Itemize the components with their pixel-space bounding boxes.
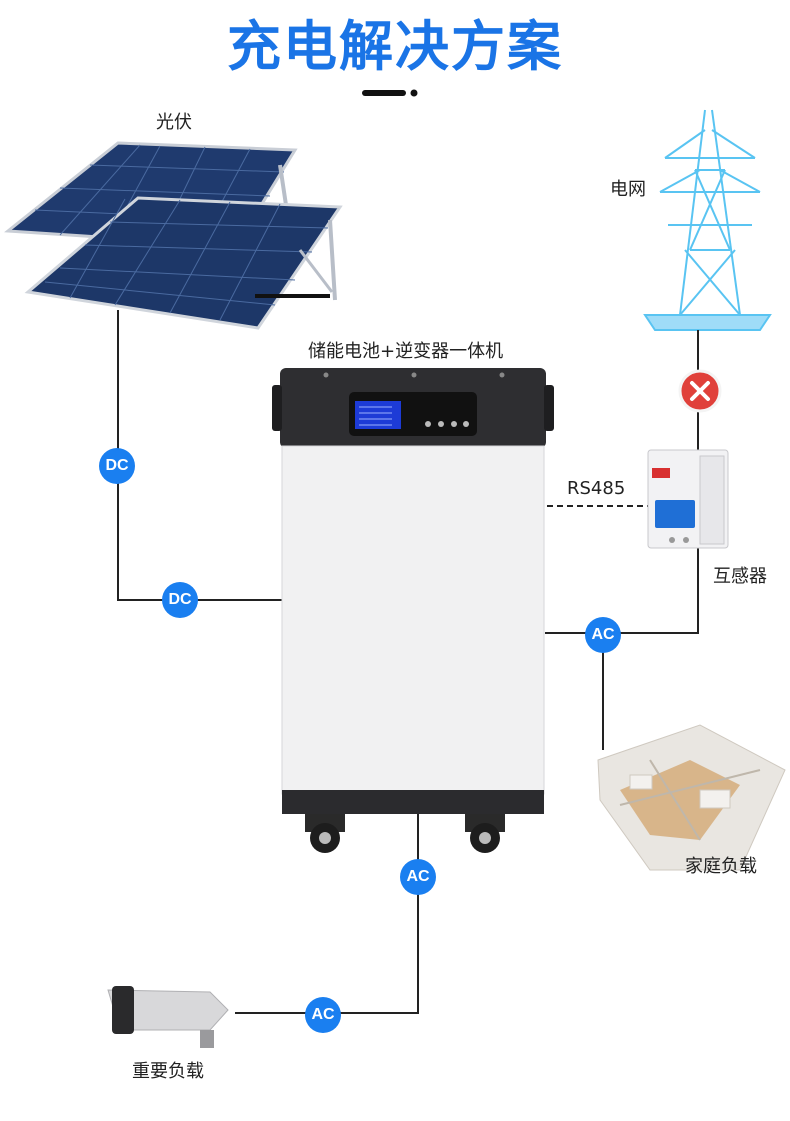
ac-badge-critical: AC bbox=[305, 997, 341, 1033]
title-decoration bbox=[362, 89, 418, 97]
rs485-label: RS485 bbox=[567, 478, 626, 499]
dc-badge-vertical: DC bbox=[99, 448, 135, 484]
breaker-icon bbox=[647, 449, 729, 549]
ac-badge-vertical: AC bbox=[400, 859, 436, 895]
home-load-label: 家庭负载 bbox=[685, 856, 757, 877]
solar-panel-icon bbox=[4, 141, 343, 330]
security-camera-icon bbox=[107, 986, 229, 1048]
page-title: 充电解决方案 bbox=[227, 15, 563, 78]
ac-badge-home: AC bbox=[585, 617, 621, 653]
power-tower-icon bbox=[643, 109, 772, 331]
house-floorplan-icon bbox=[597, 724, 786, 871]
critical-load-label: 重要负载 bbox=[132, 1061, 204, 1082]
pv-label: 光伏 bbox=[156, 112, 192, 133]
unit-label: 储能电池+逆变器一体机 bbox=[308, 341, 504, 362]
storage-inverter-unit bbox=[272, 368, 554, 853]
dc-badge-horizontal: DC bbox=[162, 582, 198, 618]
grid-label: 电网 bbox=[610, 179, 646, 200]
grid-disconnected-icon bbox=[678, 369, 722, 413]
ct-label: 互感器 bbox=[713, 566, 767, 587]
